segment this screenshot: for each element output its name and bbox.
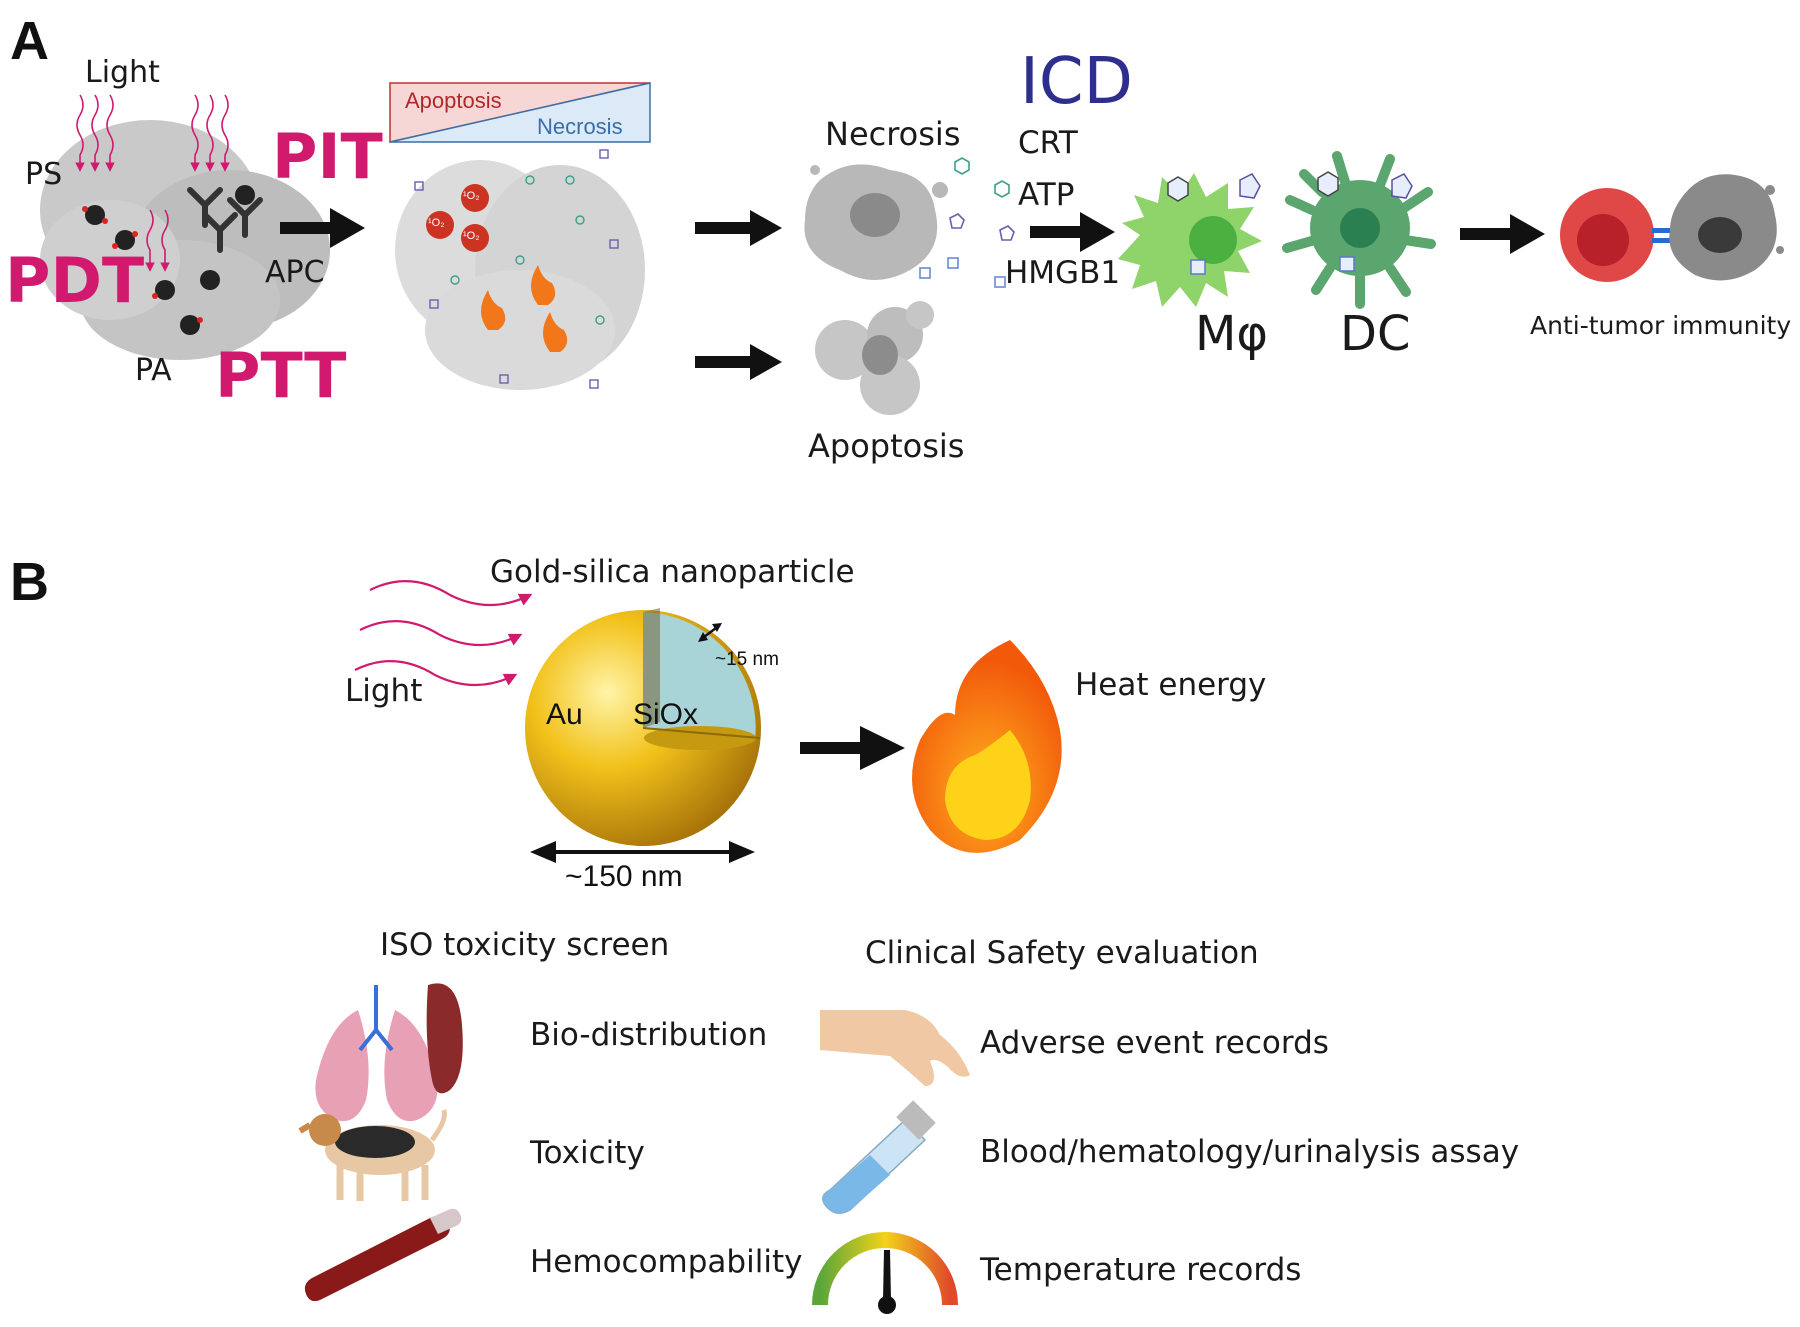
t-cell-icon <box>1560 188 1678 282</box>
necrosis-label: Necrosis <box>825 115 961 153</box>
dog-icon <box>298 1109 447 1201</box>
iso-item-biodistribution: Bio-distribution <box>530 1017 768 1053</box>
iso-item-hemocompability: Hemocompability <box>530 1244 803 1280</box>
arrow-to-heat <box>800 726 905 770</box>
light-rays-icon <box>75 94 230 272</box>
heat-energy-label: Heat energy <box>1075 667 1267 703</box>
panel-a-label: A <box>10 11 49 71</box>
dc-label: DC <box>1340 306 1411 362</box>
treated-tumor-icon <box>395 149 645 390</box>
au-label: Au <box>546 698 583 731</box>
arrow-to-t-cell <box>1460 214 1545 254</box>
pdt-label: PDT <box>5 244 145 317</box>
arrow-1 <box>280 208 365 248</box>
heat-flame-icon <box>912 640 1062 853</box>
pa-label: PA <box>135 353 172 388</box>
necrotic-cell-icon <box>804 164 948 280</box>
gauge-icon <box>812 1232 958 1314</box>
nanoparticle-title: Gold-silica nanoparticle <box>490 554 855 590</box>
apoptosis-label: Apoptosis <box>808 427 965 465</box>
clinical-item-adverse: Adverse event records <box>980 1025 1329 1061</box>
clinical-item-temperature: Temperature records <box>980 1252 1302 1288</box>
antibody-icon <box>187 187 263 253</box>
icd-signal-crt: CRT <box>1018 125 1078 161</box>
light-rays-b-icon <box>354 580 533 687</box>
macrophage-icon <box>1118 173 1262 307</box>
apoptosis-necrosis-gradient <box>389 82 651 143</box>
pit-label: PIT <box>272 120 383 193</box>
anti-tumor-immunity-label: Anti-tumor immunity <box>1530 311 1792 340</box>
macrophage-label: Mφ <box>1195 306 1269 362</box>
singlet-oxygen-2: ¹O₂ <box>463 190 480 202</box>
light-b-label: Light <box>345 673 423 709</box>
clinical-safety-title: Clinical Safety evaluation <box>865 935 1259 971</box>
gold-silica-nanoparticle-icon <box>525 608 761 846</box>
dendritic-cell-icon <box>1282 151 1436 309</box>
icd-title: ICD <box>1020 45 1133 119</box>
arrow-to-immune-cells <box>1030 212 1115 252</box>
tumor-cluster-icon <box>40 120 330 360</box>
shell-thickness-label: ~15 nm <box>715 649 779 670</box>
iso-item-toxicity: Toxicity <box>530 1135 645 1171</box>
damp-molecules-icon <box>919 157 1015 288</box>
icd-signal-hmgb1: HMGB1 <box>1005 255 1121 291</box>
siox-label: SiOx <box>633 698 699 731</box>
iso-screen-title: ISO toxicity screen <box>380 927 670 963</box>
singlet-oxygen-1: ¹O₂ <box>428 217 445 229</box>
ptt-label: PTT <box>215 339 347 412</box>
sample-tube-icon <box>822 1100 936 1214</box>
gradient-apoptosis-label: Apoptosis <box>405 88 502 113</box>
icd-signal-atp: ATP <box>1018 177 1075 213</box>
arrow-to-necrosis <box>695 210 782 246</box>
singlet-oxygen-3: ¹O₂ <box>463 230 480 242</box>
ps-label: PS <box>25 157 63 192</box>
hand-icon <box>820 1010 970 1086</box>
organs-icon <box>315 983 463 1122</box>
tumor-cell-icon <box>1669 174 1784 281</box>
arrow-to-apoptosis <box>695 344 782 380</box>
diameter-label: ~150 nm <box>565 860 683 893</box>
panel-b-label: B <box>10 552 49 612</box>
apc-label: APC <box>265 255 325 290</box>
apoptotic-cell-icon <box>815 301 934 415</box>
diameter-arrow <box>530 841 755 863</box>
gradient-necrosis-label: Necrosis <box>537 114 623 139</box>
clinical-item-assay: Blood/hematology/urinalysis assay <box>980 1134 1520 1170</box>
blood-tube-icon <box>304 1208 462 1302</box>
light-label: Light <box>85 55 160 90</box>
